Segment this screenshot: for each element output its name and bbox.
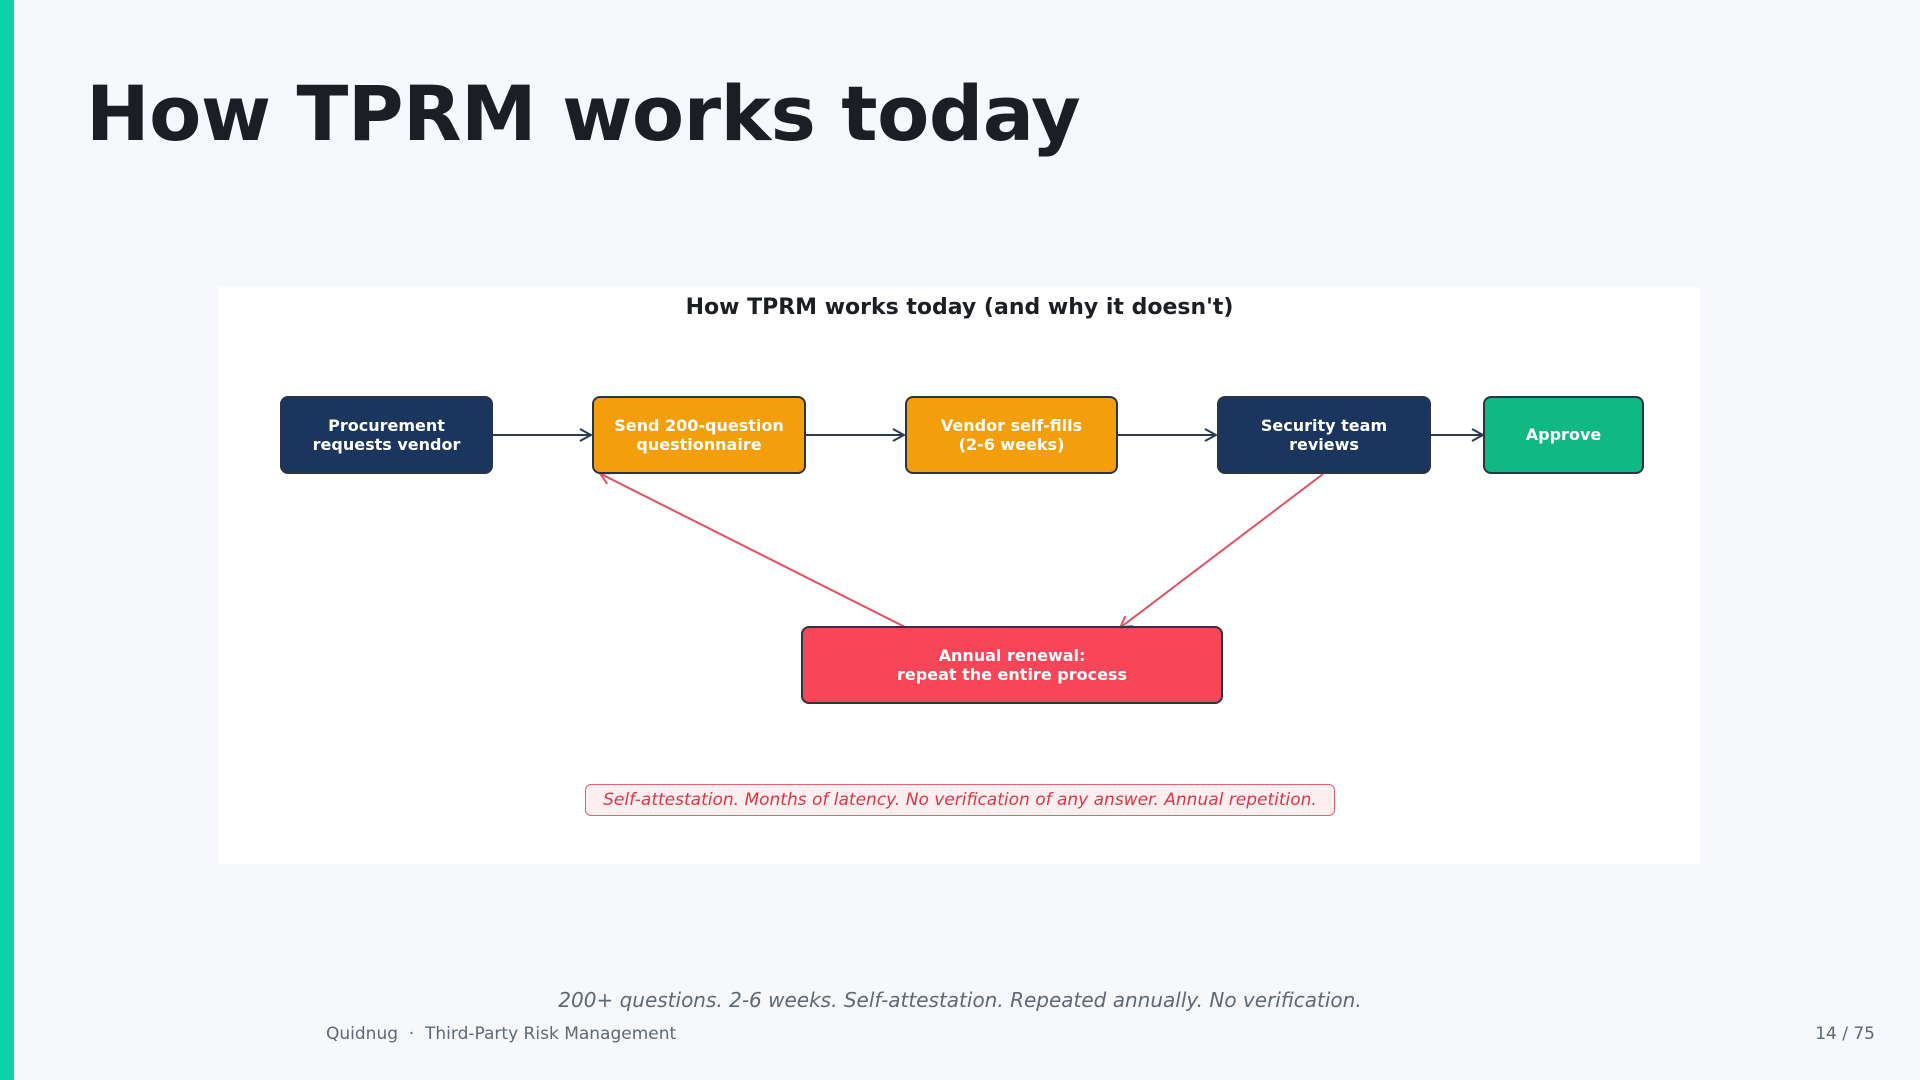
node-annual-renewal: Annual renewal: repeat the entire proces… <box>801 626 1223 704</box>
node-procurement: Procurement requests vendor <box>280 396 493 474</box>
node-security-review: Security team reviews <box>1217 396 1431 474</box>
edge-security-to-renewal <box>1121 473 1324 627</box>
accent-bar <box>0 0 14 1080</box>
diagram-panel: How TPRM works today (and why it doesn't… <box>219 287 1700 864</box>
node-questionnaire: Send 200-question questionnaire <box>592 396 806 474</box>
diagram-callout: Self-attestation. Months of latency. No … <box>585 784 1335 816</box>
page-title: How TPRM works today <box>86 69 1081 158</box>
footer-brand: Quidnug · Third-Party Risk Management <box>326 1024 677 1044</box>
page-number: 14 / 75 <box>1815 1024 1875 1044</box>
diagram-title: How TPRM works today (and why it doesn't… <box>685 295 1234 320</box>
slide-summary: 200+ questions. 2-6 weeks. Self-attestat… <box>558 988 1362 1012</box>
node-approve: Approve <box>1483 396 1644 474</box>
edge-renewal-to-questionnaire <box>601 474 906 628</box>
node-self-fill: Vendor self-fills (2-6 weeks) <box>905 396 1118 474</box>
diagram-edges <box>493 287 1700 864</box>
